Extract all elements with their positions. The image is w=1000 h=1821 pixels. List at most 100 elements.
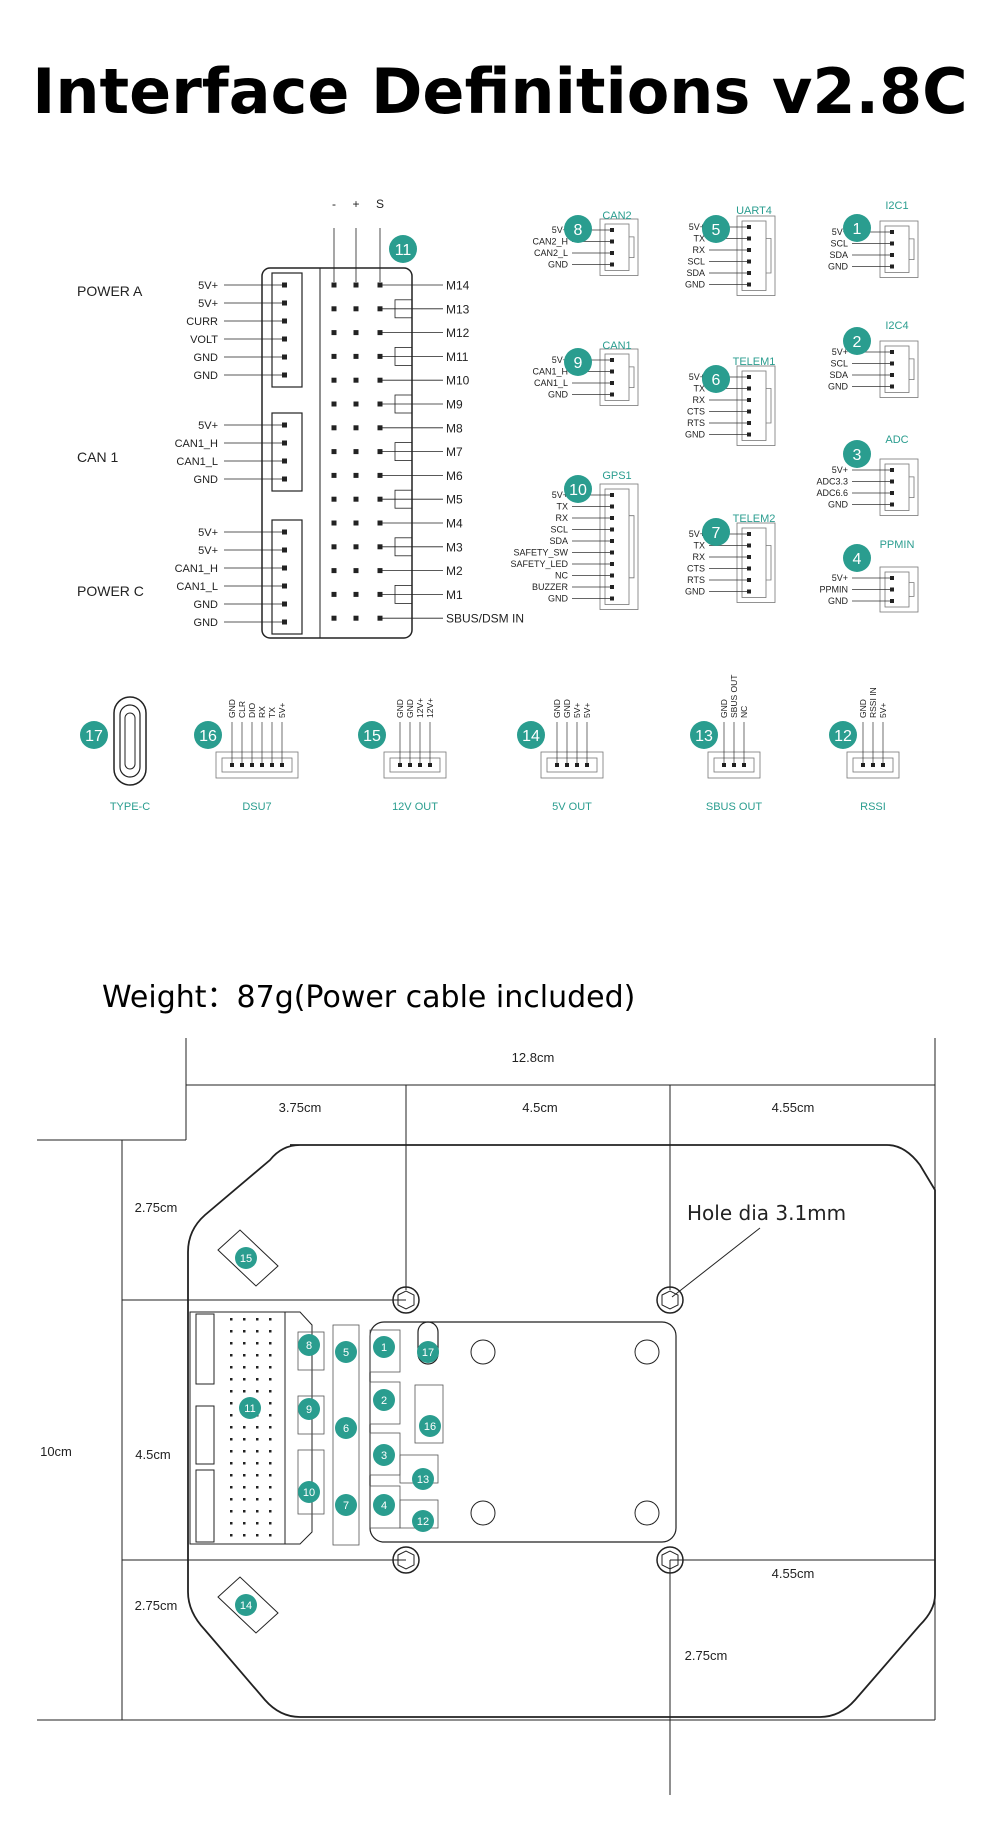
footprint-pin-1-2 — [256, 1330, 259, 1333]
footprint-pin-7-0 — [230, 1402, 233, 1405]
footprint-pin-16-0 — [230, 1510, 233, 1513]
output-label-2: M12 — [446, 326, 470, 340]
footprint-badge-7 — [335, 1494, 357, 1516]
badge-4 — [843, 544, 871, 572]
connector-3-latch — [909, 476, 915, 498]
bottom-connector-16-inner — [221, 757, 293, 773]
footprint-pin-0-3 — [269, 1318, 272, 1321]
badge-15 — [358, 721, 386, 749]
footprint-pin-10-0 — [230, 1438, 233, 1441]
connector-9-housing — [599, 348, 639, 406]
group-pin-label-2-1: 5V+ — [198, 545, 218, 557]
footprint-badge-14-number: 14 — [240, 1600, 252, 1612]
group-pin-label-0-0: 5V+ — [198, 280, 218, 292]
connector-2-pin-label-2: SDA — [829, 370, 848, 380]
connector-9-pin-label-1: CAN1_H — [532, 367, 568, 377]
output-pin-14-1 — [353, 615, 359, 621]
footprint-pin-0-2 — [256, 1318, 259, 1321]
footprint-pin-1-0 — [230, 1330, 233, 1333]
connector-2-pin-2 — [890, 373, 894, 377]
mount-hole-2 — [392, 1546, 420, 1574]
footprint-pin-10-2 — [256, 1438, 259, 1441]
group-pin-0-5 — [282, 372, 287, 378]
connector-4-pin-label-2: GND — [828, 596, 849, 606]
footprint-pin-4-1 — [243, 1366, 246, 1369]
connector-5-pin-label-0: 5V+ — [689, 222, 705, 232]
bottom-connector-16-pin-2 — [250, 763, 254, 767]
connector-8-housing — [599, 218, 639, 276]
footprint-badge-17-number: 17 — [422, 1347, 434, 1359]
connector-3-pin-1 — [890, 479, 894, 484]
footprint-badge-10-number: 10 — [303, 1487, 315, 1499]
inner-hole-1 — [634, 1339, 660, 1365]
footprint-pin-12-3 — [269, 1462, 272, 1465]
footprint-pin-12-1 — [243, 1462, 246, 1465]
footprint-pin-11-0 — [230, 1450, 233, 1453]
footprint-pin-1-3 — [269, 1330, 272, 1333]
group-pin-label-1-2: CAN1_L — [176, 456, 218, 468]
bottom-connector-15-pin-1 — [408, 763, 412, 767]
connector-3-pin-2 — [890, 491, 894, 495]
connector-10-pin-2 — [610, 516, 614, 520]
footprint-pin-15-3 — [269, 1498, 272, 1501]
group-pin-label-2-2: CAN1_H — [175, 563, 218, 575]
connector-4-title: PPMIN — [880, 539, 915, 551]
output-label-12: M2 — [446, 564, 463, 578]
group-label-2: POWER C — [77, 583, 144, 599]
connector-8-pin-1 — [610, 239, 614, 244]
footprint-pin-10-1 — [243, 1438, 246, 1441]
badge-8-number: 8 — [574, 222, 583, 239]
connector-6-pin-0 — [747, 375, 751, 379]
connector-10-pin-5 — [610, 550, 614, 555]
connector-1-pin-label-3: GND — [828, 262, 849, 272]
footprint-pin-17-3 — [269, 1522, 272, 1525]
bottom-connector-12-title: RSSI — [860, 801, 886, 813]
bottom-connector-13-pin-1 — [732, 763, 736, 767]
connector-1-pin-3 — [890, 264, 894, 269]
bottom-connector-13-pin-2 — [742, 763, 746, 767]
footprint-pin-9-2 — [256, 1426, 259, 1429]
output-pin-1-0 — [331, 306, 337, 312]
footprint-pin-8-0 — [230, 1414, 233, 1417]
rail-header-2: S — [376, 197, 384, 211]
bottom-connector-15-housing — [383, 751, 447, 779]
connector-5-pin-4 — [747, 271, 751, 275]
footprint-pin-17-2 — [256, 1522, 259, 1525]
bottom-connector-16-pin-label-1: CLR — [237, 701, 247, 718]
badge-2-number: 2 — [853, 334, 862, 351]
connector-2-inner — [884, 345, 910, 393]
power-group-block-0 — [271, 272, 303, 388]
footprint-pin-13-2 — [256, 1474, 259, 1477]
side-connectors: 5V+CAN2_HCAN2_LGND8CAN25V+CAN1_HCAN1_LGN… — [510, 200, 919, 613]
connector-3-pin-label-2: ADC6.6 — [816, 488, 848, 498]
connector-5-pin-label-3: SCL — [687, 257, 705, 267]
connector-7-pin-4 — [747, 578, 751, 582]
badge-16-number: 16 — [199, 728, 217, 745]
connector-10-pin-label-7: NC — [555, 571, 568, 581]
footprint-pin-3-3 — [269, 1354, 272, 1357]
footprint-badge-17 — [417, 1341, 439, 1363]
bottom-connector-16-pin-label-3: RX — [257, 706, 267, 718]
output-label-5: M9 — [446, 398, 463, 412]
connector-6-latch — [766, 388, 772, 424]
connector-10-pin-label-1: TX — [556, 502, 568, 512]
connector-6-housing — [736, 365, 776, 446]
group-pin-label-1-1: CAN1_H — [175, 438, 218, 450]
connector-6-pin-2 — [747, 398, 751, 402]
connector-1-title: I2C1 — [885, 200, 908, 212]
footprint-badge-5 — [335, 1341, 357, 1363]
bottom-connector-16-pin-1 — [240, 763, 244, 767]
dim-seg1: 3.75cm — [279, 1100, 322, 1115]
output-pin-10-0 — [331, 520, 337, 526]
footprint-pin-5-3 — [269, 1378, 272, 1381]
footprint-badge-16-number: 16 — [424, 1421, 436, 1433]
connector-7-pin-2 — [747, 555, 751, 559]
footprint-pin-18-2 — [256, 1534, 259, 1537]
badge-17 — [80, 721, 108, 749]
footprint-badge-5-number: 5 — [343, 1347, 349, 1359]
output-label-14: SBUS/DSM IN — [446, 612, 524, 626]
hole-leader — [671, 1227, 761, 1298]
